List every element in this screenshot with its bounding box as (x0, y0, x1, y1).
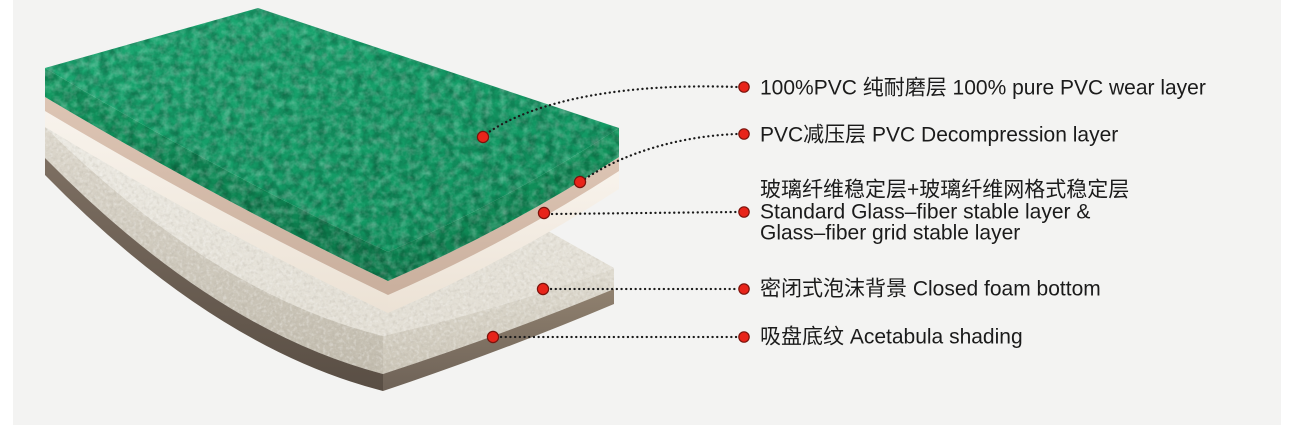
top-slab (45, 8, 619, 313)
label-glass-fiber-layer-line-2: Standard Glass–fiber stable layer & (760, 201, 1090, 224)
leader-lines (484, 85, 739, 339)
label-glass-fiber-layer-line-3: Glass–fiber grid stable layer (760, 222, 1020, 245)
label-dot-glass-fiber-layer (738, 206, 750, 218)
label-markers (738, 81, 750, 343)
label-dot-foam-layer (738, 283, 750, 295)
labels: 100%PVC 纯耐磨层 100% pure PVC wear layer PV… (760, 77, 1206, 349)
source-dot-decompression-layer (573, 175, 587, 189)
bottom-layer-front-left-face (45, 158, 383, 391)
label-glass-fiber-layer-line-1: 玻璃纤维稳定层+玻璃纤维网格式稳定层 (760, 179, 1129, 202)
source-dot-wear-layer (476, 130, 490, 144)
label-foam-layer: 密闭式泡沫背景 Closed foam bottom (760, 278, 1101, 301)
source-dot-foam-layer (536, 282, 550, 296)
label-decompression-layer: PVC减压层 PVC Decompression layer (760, 124, 1118, 147)
source-dot-glass-fiber-layer (537, 206, 551, 220)
label-wear-layer: 100%PVC 纯耐磨层 100% pure PVC wear layer (760, 77, 1206, 100)
glass-fiber-layer-front-right-face (388, 171, 619, 313)
label-dot-decompression-layer (738, 128, 750, 140)
leader-line-wear-layer (484, 85, 739, 136)
source-markers (476, 130, 587, 344)
label-dot-wear-layer (738, 81, 750, 93)
label-dot-bottom-layer (738, 331, 750, 343)
bottom-layer-front-right-face (383, 289, 614, 391)
decompression-layer-front-left-face (45, 97, 388, 295)
glass-fiber-layer-front-left-face (45, 111, 388, 313)
source-dot-bottom-layer (486, 330, 500, 344)
label-bottom-layer: 吸盘底纹 Acetabula shading (760, 326, 1023, 349)
decompression-layer-front-right-face (388, 157, 619, 295)
leader-line-glass-fiber-layer (550, 210, 739, 216)
leader-line-decompression-layer (583, 132, 739, 181)
